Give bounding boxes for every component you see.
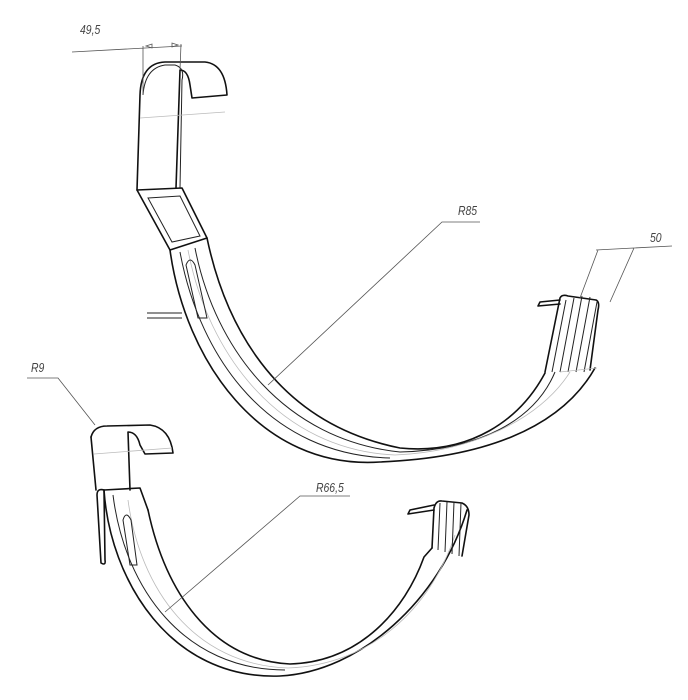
dimension-label-r9: R9 xyxy=(31,360,45,375)
large-bracket xyxy=(136,61,600,464)
dimension-label-r85: R85 xyxy=(458,203,478,218)
dimension-lines xyxy=(27,42,673,613)
dimension-label-r66: R66,5 xyxy=(316,480,344,495)
dimension-label-teeth: 50 xyxy=(650,230,662,245)
small-bracket-teeth xyxy=(407,500,470,557)
large-bracket-teeth xyxy=(537,294,600,373)
small-bracket xyxy=(90,424,470,677)
dimension-label-width: 49,5 xyxy=(80,22,101,37)
